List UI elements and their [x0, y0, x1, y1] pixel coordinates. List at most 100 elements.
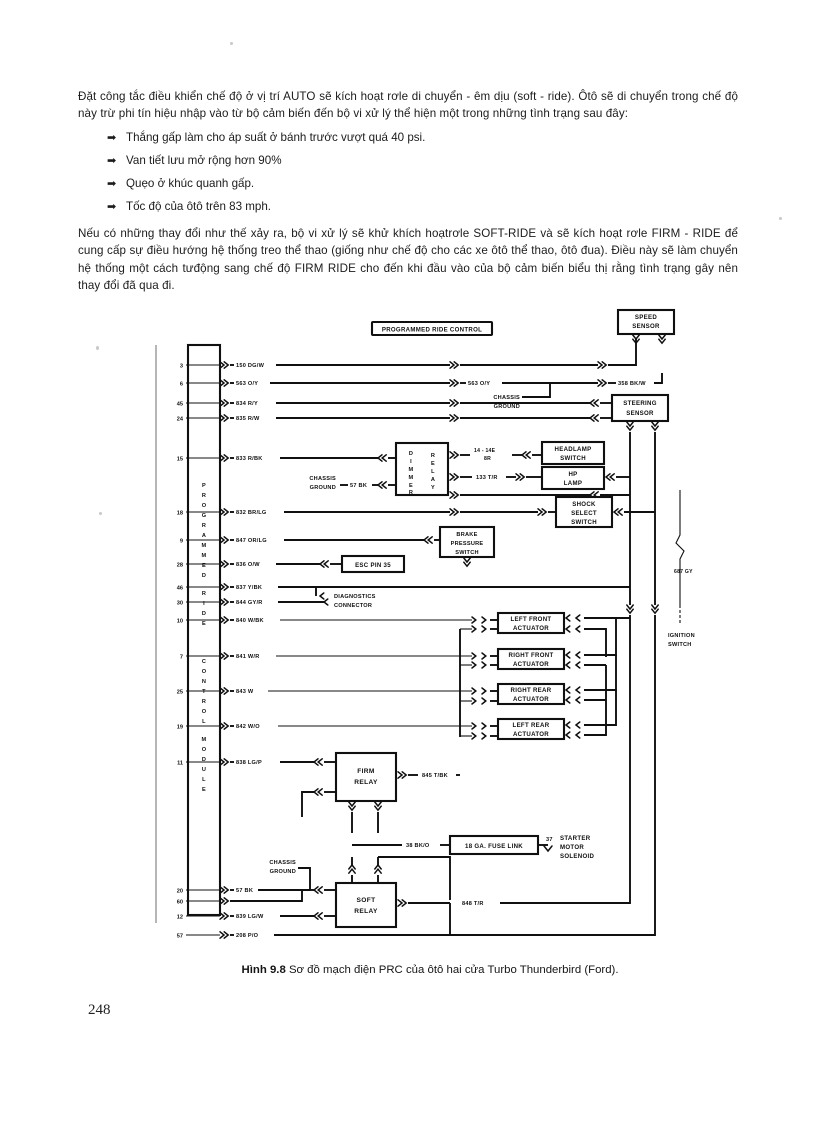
list-item: ➡ Quẹo ở khúc quanh gấp.	[107, 175, 738, 193]
pin-number: 30	[177, 601, 183, 607]
wire-label-57: 57 BK	[350, 483, 367, 489]
svg-text:O: O	[202, 503, 207, 509]
hp-lamp-label-1: HP	[568, 471, 577, 478]
svg-text:I: I	[203, 601, 205, 607]
svg-text:L: L	[431, 469, 435, 475]
list-item-label: Tốc độ của ôtô trên 83 mph.	[126, 200, 272, 214]
list-item: ➡ Thắng gấp làm cho áp suất ở bánh trước…	[107, 129, 738, 147]
svg-text:E: E	[409, 483, 413, 489]
pin-number: 12	[177, 915, 183, 921]
svg-text:P: P	[202, 483, 206, 489]
svg-text:R: R	[202, 523, 206, 529]
svg-text:O: O	[202, 747, 207, 753]
svg-text:O: O	[202, 669, 207, 675]
wire-label: 842 W/O	[236, 724, 260, 730]
wire-label: 563 O/Y	[236, 381, 258, 387]
list-item: ➡ Tốc độ của ôtô trên 83 mph.	[107, 198, 738, 216]
svg-text:R: R	[202, 699, 206, 705]
brake-pressure-switch-box: BRAKE PRESSURE SWITCH	[438, 525, 496, 567]
list-item-label: Thắng gấp làm cho áp suất ở bánh trước v…	[126, 130, 426, 144]
pin-number: 45	[177, 402, 183, 408]
svg-text:E: E	[431, 461, 435, 467]
circuit-row-pin-60: 60	[177, 890, 303, 906]
list-item-label: Quẹo ở khúc quanh gấp.	[126, 177, 255, 190]
pin-number: 9	[180, 539, 183, 545]
chassis-ground-soft: CHASSIS GROUND	[269, 860, 311, 890]
left-rear-actuator-label-1: LEFT REAR	[513, 722, 550, 729]
svg-text:D: D	[409, 451, 413, 457]
wire-label-687: 687 GY	[674, 569, 693, 575]
wire-label-358: 358 BK/W	[618, 381, 646, 387]
right-rear-actuator-label-1: RIGHT REAR	[511, 687, 552, 694]
dimmer-bus-output	[449, 491, 630, 499]
wire-label-563: 563 O/Y	[468, 381, 490, 387]
wire-label-14-14e: 14 - 14E	[474, 448, 496, 454]
circuit-row-pin-7: 7 841 W/R	[180, 652, 498, 669]
chassis-ground-soft-1: CHASSIS	[269, 860, 296, 866]
svg-text:L: L	[202, 719, 206, 725]
svg-text:I: I	[410, 459, 412, 465]
svg-text:O: O	[202, 709, 207, 715]
chassis-ground-dimmer-2: GROUND	[310, 485, 336, 491]
svg-text:D: D	[202, 757, 206, 763]
headlamp-switch-label-1: HEADLAMP	[555, 446, 592, 453]
brake-pressure-label-1: BRAKE	[456, 532, 477, 538]
paragraph-1: Đặt công tắc điều khiển chế độ ở vị trí …	[78, 90, 738, 121]
wire-label: 837 Y/BK	[236, 585, 262, 591]
circuit-row-pin-30: 30 844 GY/R	[177, 598, 329, 607]
right-rear-actuator-label-2: ACTUATOR	[513, 696, 549, 703]
ignition-switch-branch: 687 GY IGNITION SWITCH	[668, 490, 695, 648]
bullet-list: ➡ Thắng gấp làm cho áp suất ở bánh trước…	[78, 129, 738, 216]
steering-sensor-label-2: SENSOR	[626, 410, 654, 417]
pin-number: 3	[180, 364, 183, 370]
wire-label-37: 37	[546, 837, 553, 843]
wire-label: 844 GY/R	[236, 600, 263, 606]
ignition-switch-label-1: IGNITION	[668, 633, 695, 639]
circuit-row-pin-6: 6 563 O/Y 563 O/Y 358 BK/W CHASSIS GROUN…	[180, 373, 663, 410]
wire-label: 835 R/W	[236, 416, 260, 422]
firm-relay-box: FIRM RELAY 845 T/BK	[301, 751, 460, 833]
left-front-actuator-label-2: ACTUATOR	[513, 625, 549, 632]
scan-speck	[99, 512, 102, 515]
prc-module-box: PRO GRA MME D RID E CON TRO L MOD ULE	[186, 343, 222, 917]
dimmer-label: DIM MER	[409, 451, 414, 496]
headlamp-branch: 14 - 14E 8R	[449, 448, 542, 462]
svg-text:E: E	[202, 787, 206, 793]
left-front-actuator-box: LEFT FRONT ACTUATOR	[459, 611, 630, 737]
shock-select-switch-box: SHOCK SELECT SWITCH	[554, 495, 655, 529]
hp-lamp-branch: 133 T/R	[449, 473, 542, 481]
wire-label: 208 P/O	[236, 933, 259, 939]
svg-text:U: U	[202, 767, 206, 773]
ignition-switch-label-2: SWITCH	[668, 642, 692, 648]
wire-label: 839 LG/W	[236, 914, 264, 920]
pin-number: 28	[177, 563, 183, 569]
svg-text:A: A	[202, 533, 206, 539]
wire-label: 847 OR/LG	[236, 538, 267, 544]
arrow-bullet-icon: ➡	[107, 154, 117, 167]
svg-text:D: D	[202, 573, 206, 579]
wire-label: 841 W/R	[236, 654, 260, 660]
chassis-ground-label: CHASSIS	[493, 395, 520, 401]
wire-label: 836 O/W	[236, 562, 260, 568]
wire-label-845: 845 T/BK	[422, 773, 448, 779]
wire-label: 833 R/BK	[236, 456, 263, 462]
chassis-ground-label-2: GROUND	[494, 404, 520, 410]
wire-label: 150 DG/W	[236, 363, 265, 369]
figure-caption-label: Hình 9.8	[241, 964, 286, 976]
scan-speck	[230, 42, 233, 45]
pin-number: 10	[177, 619, 183, 625]
diagram-title: PROGRAMMED RIDE CONTROL	[382, 327, 482, 334]
pin-number: 60	[177, 900, 183, 906]
left-rear-actuator-label-2: ACTUATOR	[513, 731, 549, 738]
brake-pressure-label-2: PRESSURE	[451, 541, 484, 547]
starter-label-1: STARTER	[560, 835, 591, 842]
circuit-row-pin-45: 45 834 R/Y	[177, 399, 612, 408]
paragraph-2: Nếu có những thay đổi như thế xảy ra, bộ…	[78, 226, 738, 292]
circuit-row-pin-18: 18 832 BR/LG	[177, 508, 556, 517]
pin-number: 11	[177, 761, 183, 767]
right-front-actuator-label-2: ACTUATOR	[513, 661, 549, 668]
chassis-ground-dimmer-1: CHASSIS	[309, 476, 336, 482]
scan-speck	[96, 346, 99, 350]
soft-relay-label-2: RELAY	[354, 908, 378, 915]
wiring-diagram-svg: .ln{stroke:#101010;stroke-width:1.1;fill…	[155, 308, 695, 940]
